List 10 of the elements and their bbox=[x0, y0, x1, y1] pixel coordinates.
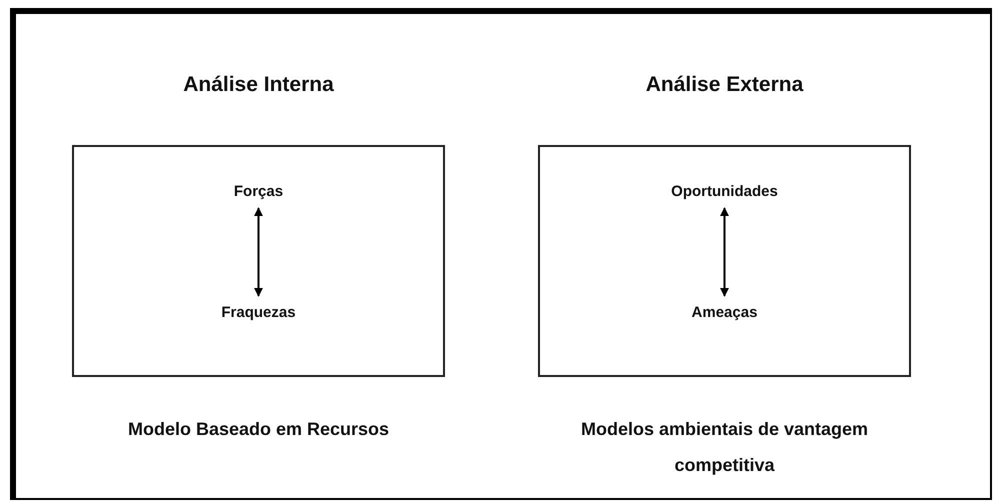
factor-label: Fraquezas bbox=[215, 296, 302, 329]
factor-label: Forças bbox=[228, 175, 290, 208]
box-caption: Modelo Baseado em Recursos bbox=[126, 418, 390, 441]
factor-label: Ameaças bbox=[686, 296, 764, 329]
factor-label: Oportunidades bbox=[665, 175, 784, 208]
box-heading: Análise Externa bbox=[644, 72, 804, 98]
box-caption: Modelos ambientais de vantagem competitiva bbox=[580, 418, 870, 477]
double-arrow bbox=[254, 207, 263, 297]
box-heading: Análise Interna bbox=[182, 72, 335, 98]
double-arrow bbox=[720, 207, 729, 297]
